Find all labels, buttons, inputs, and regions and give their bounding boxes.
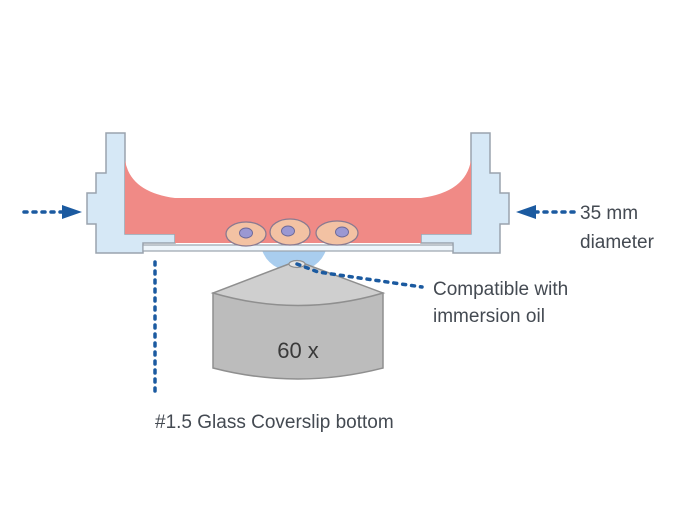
right-diameter-arrow <box>516 205 576 219</box>
oil-leader-line <box>295 262 424 289</box>
culture-medium <box>125 160 471 243</box>
objective-top <box>210 261 386 307</box>
oil-label-line1: Compatible with <box>433 279 568 300</box>
diameter-label-line2: diameter <box>580 232 655 253</box>
coverslip-label: #1.5 Glass Coverslip bottom <box>155 412 394 433</box>
diameter-label-line1: 35 mm <box>580 203 638 224</box>
left-diameter-arrow <box>22 205 82 219</box>
cell-2 <box>269 218 311 246</box>
oil-label-line2: immersion oil <box>433 306 545 327</box>
glass-coverslip <box>142 244 454 252</box>
cell-3 <box>315 220 359 246</box>
objective-label: 60 x <box>277 338 319 363</box>
cell-1 <box>225 221 267 247</box>
objective-lens: 60 x <box>210 259 386 380</box>
objective-body <box>212 292 384 380</box>
